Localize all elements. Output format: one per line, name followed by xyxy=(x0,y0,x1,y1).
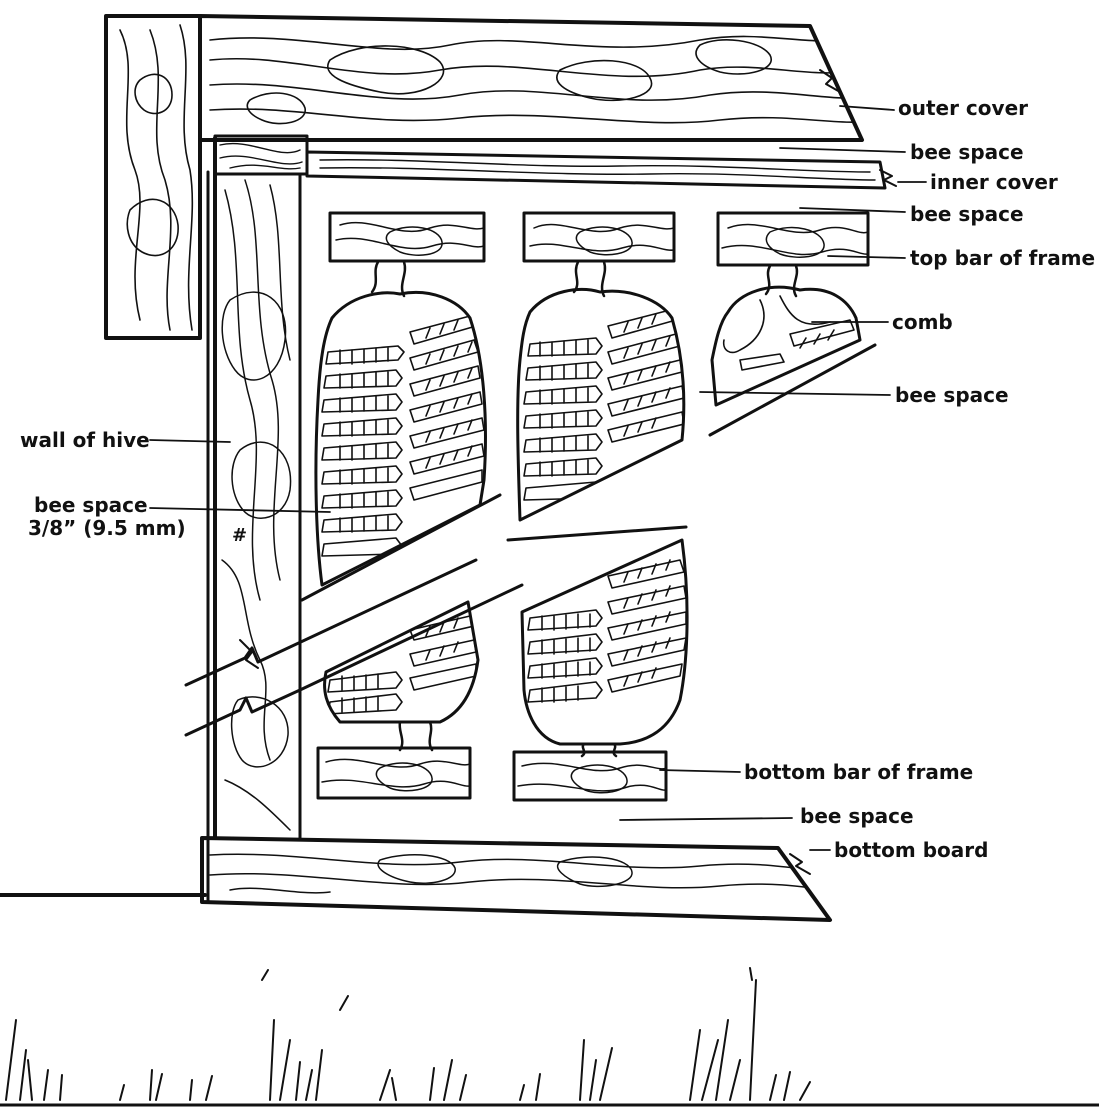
label-bee-space-bottom: bee space xyxy=(800,806,914,826)
label-inner-cover: inner cover xyxy=(930,172,1058,192)
label-bottom-bar-of-frame: bottom bar of frame xyxy=(744,762,973,782)
label-wall-of-hive: wall of hive xyxy=(20,430,150,450)
label-top-bar-of-frame: top bar of frame xyxy=(910,248,1095,268)
bottom-bar-frame-2 xyxy=(514,752,666,800)
label-bee-space-side: bee space 3/8” (9.5 mm) xyxy=(34,494,186,540)
leader-lines xyxy=(150,106,926,850)
outer-cover-shape xyxy=(200,16,862,140)
comb-frame-1-lower xyxy=(325,602,478,750)
inner-cover-shape xyxy=(215,136,896,188)
label-outer-cover: outer cover xyxy=(898,98,1028,118)
comb-frame-3-upper xyxy=(712,266,860,405)
label-comb: comb xyxy=(892,312,953,332)
comb-frame-2-upper xyxy=(518,262,684,520)
label-bee-space-below-inner: bee space xyxy=(910,204,1024,224)
top-bar-frame-2 xyxy=(524,213,674,261)
wall-mark: # xyxy=(232,525,247,546)
label-bee-space-between-frames: bee space xyxy=(895,385,1009,405)
comb-frame-2-lower xyxy=(522,540,687,756)
hive-wall-shape xyxy=(208,138,300,900)
bottom-board-shape xyxy=(202,838,840,920)
bottom-bar-frame-1 xyxy=(318,748,470,798)
label-bottom-board: bottom board xyxy=(834,840,988,860)
label-bee-space-side-line2: 3/8” (9.5 mm) xyxy=(28,517,186,540)
label-bee-space-side-line1: bee space xyxy=(34,494,186,517)
outer-cover-side-shape xyxy=(106,16,200,338)
comb-frame-1-upper xyxy=(316,262,486,585)
top-bar-frame-1 xyxy=(330,213,484,261)
grass-sketch xyxy=(6,968,810,1100)
label-bee-space-top: bee space xyxy=(910,142,1024,162)
